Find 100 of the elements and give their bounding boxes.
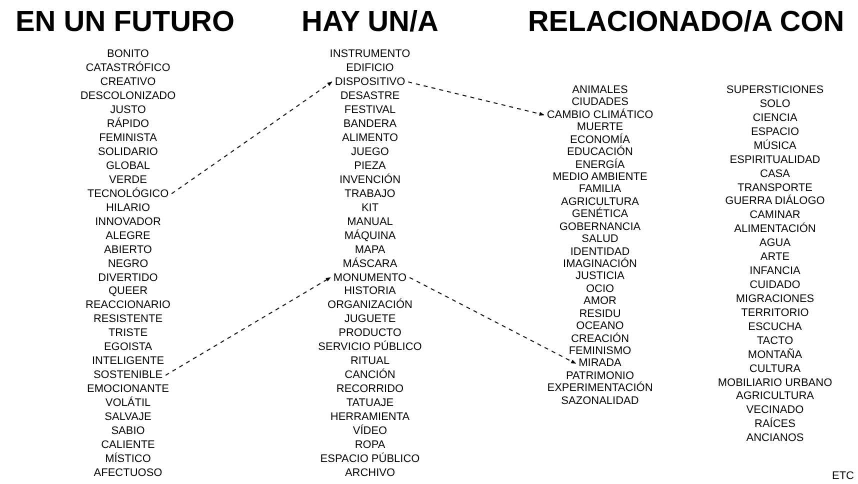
word-label: HERRAMIENTA: [330, 411, 410, 424]
word-label: ABIERTO: [104, 244, 152, 256]
word-label: IMAGINACIÓN: [563, 258, 637, 270]
word-label: MAPA: [354, 244, 386, 256]
word-label: ECONOMÍA: [570, 134, 630, 146]
word-label: SERVICIO PÚBLICO: [318, 341, 422, 354]
word-label: CAMBIO CLIMÁTICO: [546, 108, 654, 121]
word-label: FESTIVAL: [344, 104, 396, 116]
word-label: VOLÁTIL: [105, 397, 151, 410]
word-label: JUSTO: [110, 104, 146, 116]
word-label: SAZONALIDAD: [561, 394, 639, 407]
arrow: [171, 81, 332, 194]
word-label: MIRADA: [578, 357, 622, 370]
word-label: REACCIONARIO: [86, 299, 170, 312]
word-label: CIENCIA: [752, 112, 798, 124]
word-label: EMOCIONANTE: [87, 383, 169, 396]
column-heading: HAY UN/A: [302, 6, 438, 38]
word-label: JUGUETE: [344, 313, 396, 326]
word-label: SABIO: [111, 425, 145, 438]
word-label: ORGANIZACIÓN: [328, 299, 412, 312]
word-label: TECNOLÓGICO: [87, 188, 169, 200]
word-label: ANCIANOS: [746, 432, 804, 444]
word-label: FEMINISTA: [99, 132, 157, 144]
word-label: BANDERA: [343, 118, 397, 130]
word-label: CATASTRÓFICO: [86, 62, 170, 74]
word-label: TRISTE: [108, 327, 148, 340]
word-label: MÍSTICO: [105, 453, 151, 466]
word-label: ALIMENTACIÓN: [734, 223, 816, 236]
word-label: EGOISTA: [104, 341, 152, 354]
word-label: OCEANO: [576, 320, 624, 332]
word-label: MOBILIARIO URBANO: [718, 376, 832, 389]
word-label: RESIDU: [579, 308, 621, 320]
word-label: MÁSCARA: [342, 258, 398, 270]
word-label: INSTRUMENTO: [330, 48, 410, 60]
word-label: IDENTIDAD: [570, 246, 630, 258]
word-label: DESCOLONIZADO: [80, 90, 176, 102]
word-label: SALUD: [582, 233, 618, 246]
word-label: BONITO: [107, 48, 149, 60]
word-label: EDUCACIÓN: [567, 146, 633, 158]
word-label: RAÍCES: [754, 418, 796, 430]
word-label: ENERGÍA: [575, 158, 625, 171]
word-label: MANUAL: [347, 216, 393, 228]
word-label: MÚSICA: [754, 140, 796, 152]
word-label: CULTURA: [749, 362, 801, 375]
word-label: GLOBAL: [106, 160, 150, 172]
word-label: FAMILIA: [578, 183, 622, 196]
word-label: PIEZA: [354, 160, 386, 172]
word-label: ESCUCHA: [748, 320, 802, 333]
word-label: RESISTENTE: [93, 313, 163, 326]
word-label: EDIFICIO: [346, 62, 394, 74]
arrow: [165, 277, 331, 376]
word-label: ESPACIO PÚBLICO: [320, 453, 420, 466]
word-label: SOLIDARIO: [98, 146, 158, 158]
word-label: CIUDADES: [572, 96, 628, 108]
word-label: INFANCIA: [750, 265, 800, 278]
word-label: ESPACIO: [750, 126, 800, 138]
word-label: AGRICULTURA: [560, 196, 640, 208]
word-label: TACTO: [756, 334, 794, 347]
word-label: RITUAL: [350, 355, 390, 368]
word-label: RÁPIDO: [106, 118, 150, 130]
word-label: MUERTE: [576, 121, 624, 134]
word-label: CANCIÓN: [344, 369, 396, 382]
word-label: QUEER: [108, 285, 148, 298]
word-label: VECINADO: [746, 404, 804, 416]
word-label: TERRITORIO: [741, 306, 809, 319]
word-label: HILARIO: [106, 202, 150, 214]
word-label: AGRICULTURA: [736, 390, 814, 402]
word-label: GOBERNANCIA: [559, 220, 641, 233]
word-label: CAMINAR: [750, 209, 800, 222]
word-label: RECORRIDO: [336, 383, 404, 396]
word-label: AMOR: [584, 295, 616, 308]
word-label: ESPIRITUALIDAD: [730, 154, 820, 166]
word-label: GENÉTICA: [572, 208, 628, 220]
word-label: SUPERSTICIONES: [726, 84, 824, 96]
word-label: OCIO: [586, 282, 614, 295]
word-label: EXPERIMENTACIÓN: [547, 382, 653, 394]
word-label: HISTORIA: [344, 285, 396, 298]
word-label: GUERRA DIÁLOGO: [725, 195, 825, 208]
word-label: ARCHIVO: [344, 467, 396, 480]
word-label: PRODUCTO: [338, 327, 402, 340]
word-label: ARTE: [760, 251, 790, 264]
word-label: ALEGRE: [106, 230, 150, 242]
word-label: VÍDEO: [352, 425, 388, 438]
word-label: CUIDADO: [750, 279, 800, 292]
word-label: FEMINISMO: [568, 345, 632, 358]
word-label: MÁQUINA: [344, 230, 396, 242]
word-label: MONTAÑA: [748, 348, 802, 361]
word-label: SALVAJE: [104, 411, 152, 424]
word-label: INTELIGENTE: [92, 355, 164, 368]
word-label: MONUMENTO: [333, 272, 407, 284]
word-label: NEGRO: [108, 258, 148, 270]
word-label: CASA: [760, 168, 790, 180]
word-label: MIGRACIONES: [736, 292, 814, 305]
word-label: CREACIÓN: [570, 332, 630, 345]
word-label: DISPOSITIVO: [334, 76, 406, 88]
word-label: INNOVADOR: [95, 216, 161, 228]
word-label: DESASTRE: [340, 90, 400, 102]
word-label: AGUA: [759, 237, 791, 250]
word-label: VERDE: [109, 174, 147, 186]
word-label: TRABAJO: [344, 188, 396, 200]
